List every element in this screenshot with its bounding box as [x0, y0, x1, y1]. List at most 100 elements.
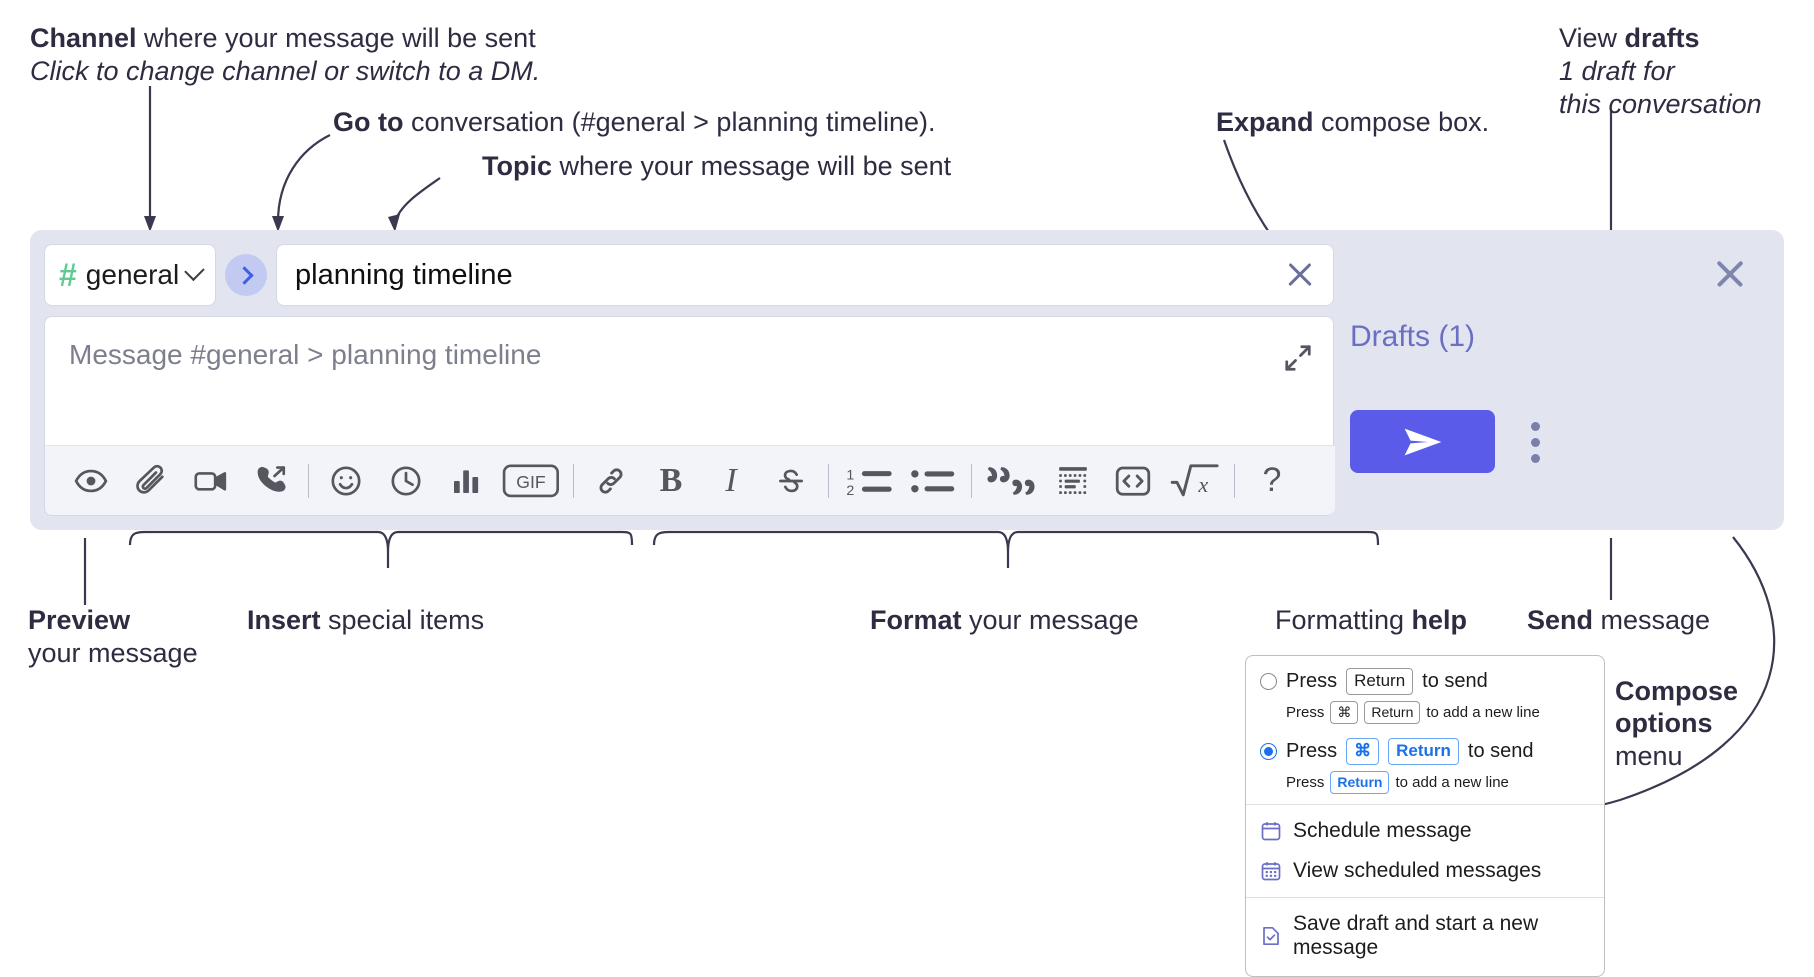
code-block-icon[interactable] — [1047, 455, 1099, 507]
send-option-cmd-return[interactable]: Press ⌘ Return to send Press Return to a… — [1246, 734, 1604, 804]
draft-check-icon — [1263, 926, 1279, 945]
annotation-insert: Insert special items — [247, 604, 484, 637]
option2-sub-pre: Press — [1286, 773, 1325, 791]
toolbar-divider-4 — [971, 463, 972, 498]
annotation-help-prefix: Formatting — [1275, 605, 1412, 635]
option2-pre: Press — [1286, 739, 1338, 762]
close-icon[interactable] — [1712, 256, 1748, 292]
send-option-return[interactable]: Press Return to send Press ⌘ Return to a… — [1246, 656, 1604, 734]
toolbar-divider-3 — [828, 463, 829, 498]
annotation-topic: Topic where your message will be sent — [482, 150, 951, 183]
toolbar-divider-2 — [573, 463, 574, 498]
topic-value: planning timeline — [295, 258, 513, 291]
video-camera-icon[interactable] — [185, 455, 237, 507]
compose-options-menu: Press Return to send Press ⌘ Return to a… — [1245, 655, 1605, 977]
compose-header-row: # general planning timeline — [44, 244, 1334, 306]
topic-input[interactable]: planning timeline — [276, 244, 1334, 306]
annotated-screenshot: Channel where your message will be sent … — [0, 0, 1814, 944]
svg-text:x: x — [1197, 472, 1208, 497]
key-return: Return — [1330, 770, 1390, 794]
annotation-help-bold: help — [1411, 605, 1468, 635]
annotation-compose-options-bold2: options — [1615, 708, 1713, 739]
annotation-format-bold: Format — [870, 605, 962, 635]
radio-return[interactable] — [1260, 672, 1277, 690]
emoji-icon[interactable] — [320, 455, 372, 507]
menu-item-save-draft[interactable]: Save draft and start a new message — [1246, 904, 1604, 968]
compose-inner: # general planning timeline Message #gen… — [44, 244, 1335, 516]
link-icon[interactable] — [585, 455, 637, 507]
annotation-help: Formatting help — [1275, 604, 1467, 637]
key-return: Return — [1346, 668, 1414, 695]
menu-item-label: Save draft and start a new message — [1293, 911, 1539, 959]
italic-label: I — [725, 461, 737, 499]
svg-text:2: 2 — [846, 483, 854, 498]
annotation-drafts: View drafts 1 draft for this conversatio… — [1559, 22, 1762, 121]
annotation-channel-bold: Channel — [30, 23, 137, 53]
phone-forward-icon[interactable] — [245, 455, 297, 507]
annotation-preview-bold: Preview — [28, 605, 131, 635]
goto-conversation-button[interactable] — [225, 254, 267, 296]
annotation-send-bold: Send — [1527, 605, 1594, 635]
channel-selector-button[interactable]: # general — [44, 244, 216, 306]
annotation-drafts-bold: drafts — [1624, 23, 1700, 53]
annotation-preview-line2: your message — [28, 637, 198, 668]
preview-icon[interactable] — [65, 455, 117, 507]
annotation-format: Format your message — [870, 604, 1139, 637]
annotation-drafts-italic1: 1 draft for — [1559, 55, 1675, 86]
math-icon[interactable]: x — [1167, 455, 1223, 507]
send-paper-plane-icon — [1404, 428, 1441, 455]
menu-item-view-scheduled-messages[interactable]: View scheduled messages — [1246, 851, 1604, 891]
annotation-topic-bold: Topic — [482, 151, 552, 181]
toolbar-divider-1 — [308, 463, 309, 498]
menu-item-label: Schedule message — [1293, 818, 1472, 842]
gif-icon[interactable]: GIF — [500, 455, 562, 507]
annotation-compose-options: Compose options menu — [1615, 675, 1738, 772]
poll-icon[interactable] — [440, 455, 492, 507]
svg-text:1: 1 — [846, 467, 854, 483]
annotation-compose-options-bold1: Compose — [1615, 676, 1739, 706]
drafts-link[interactable]: Drafts (1) — [1350, 320, 1476, 353]
italic-icon[interactable]: I — [705, 455, 757, 507]
annotation-channel: Channel where your message will be sent … — [30, 22, 540, 88]
menu-item-schedule-message[interactable]: Schedule message — [1246, 811, 1604, 851]
annotation-insert-bold: Insert — [247, 605, 321, 635]
compose-options-button[interactable] — [1520, 413, 1550, 471]
annotation-topic-rest: where your message will be sent — [552, 151, 952, 181]
calendar-icon — [1261, 821, 1281, 841]
option1-sub-post: to add a new line — [1426, 703, 1540, 721]
annotation-channel-italic: Click to change channel or switch to a D… — [30, 55, 541, 86]
annotation-insert-rest: special items — [320, 605, 485, 635]
radio-cmd-return[interactable] — [1260, 742, 1277, 760]
expand-icon[interactable] — [1283, 343, 1313, 373]
message-placeholder: Message #general > planning timeline — [69, 339, 542, 370]
annotation-format-rest: your message — [961, 605, 1139, 635]
option1-pre: Press — [1286, 669, 1338, 692]
ordered-list-icon[interactable]: 1 2 — [840, 455, 898, 507]
close-icon[interactable] — [1283, 258, 1317, 292]
chevron-down-icon — [184, 260, 205, 281]
annotation-expand: Expand compose box. — [1216, 106, 1489, 139]
annotation-expand-bold: Expand — [1216, 107, 1314, 137]
annotation-channel-rest: where your message will be sent — [136, 23, 536, 53]
help-label: ? — [1262, 461, 1282, 499]
attachment-icon[interactable] — [125, 455, 177, 507]
kebab-dot — [1530, 421, 1540, 431]
clock-icon[interactable] — [380, 455, 432, 507]
annotation-expand-rest: compose box. — [1313, 107, 1490, 137]
blockquote-icon[interactable] — [983, 455, 1039, 507]
bullet-list-icon[interactable] — [906, 455, 960, 507]
annotation-drafts-italic2: this conversation — [1559, 88, 1762, 119]
hash-icon: # — [59, 257, 77, 293]
help-icon[interactable]: ? — [1246, 455, 1298, 507]
inline-code-icon[interactable] — [1107, 455, 1159, 507]
send-button[interactable] — [1350, 410, 1495, 473]
key-command: ⌘ — [1330, 700, 1359, 724]
strikethrough-icon[interactable] — [765, 455, 817, 507]
message-input-box[interactable]: Message #general > planning timeline — [44, 316, 1335, 516]
svg-text:GIF: GIF — [516, 472, 546, 492]
bold-icon[interactable]: B — [645, 455, 697, 507]
annotation-send-rest: message — [1593, 605, 1711, 635]
option1-sub-pre: Press — [1286, 703, 1325, 721]
kebab-dot — [1530, 453, 1540, 463]
formatting-toolbar: GIF B — [45, 445, 1335, 515]
